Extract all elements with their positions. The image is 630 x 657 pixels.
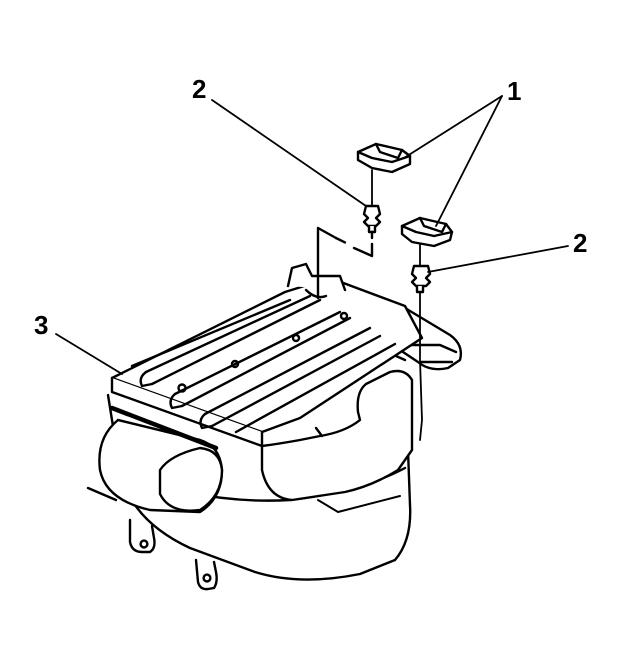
mounting-tab-left xyxy=(128,518,156,554)
leader-2-left xyxy=(211,99,367,207)
hidden-line-left-fastener xyxy=(316,226,374,300)
leader-3 xyxy=(55,333,123,375)
callout-1-label: 1 xyxy=(507,76,521,106)
callout-3-label: 3 xyxy=(34,310,48,340)
retaining-clip-upper xyxy=(356,142,412,174)
housing-top-cover xyxy=(110,262,424,502)
retaining-clip-lower xyxy=(400,216,454,248)
mounting-tab-right xyxy=(194,558,218,591)
callout-labels: 1 2 2 3 xyxy=(34,74,587,340)
leader-1-to-lower-clip xyxy=(435,95,503,227)
leader-1-to-upper-clip xyxy=(403,95,503,159)
fastener-left xyxy=(362,169,382,240)
callout-2-left-label: 2 xyxy=(192,74,206,104)
leader-2-right xyxy=(427,245,569,273)
leader-lines xyxy=(55,95,569,375)
callout-2-right-label: 2 xyxy=(573,228,587,258)
housing-right-flange xyxy=(398,303,463,371)
air-inlet-duct xyxy=(98,405,224,514)
